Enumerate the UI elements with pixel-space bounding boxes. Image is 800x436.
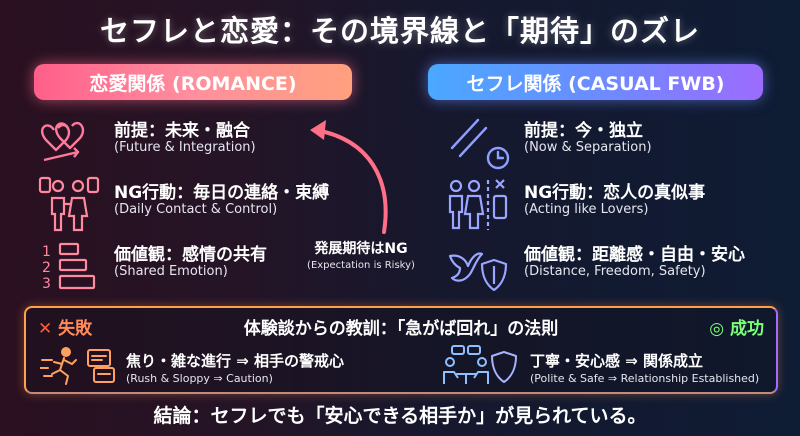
people-phone-icon	[448, 179, 508, 230]
bird-shield-icon	[448, 252, 508, 292]
lesson-box: ✕ 失敗 体験談からの教訓：「急がば回れ」の法則 ◎ 成功 焦り・雑な進行 ⇒ …	[24, 306, 778, 394]
lesson-title: 体験談からの教訓：「急がば回れ」の法則	[243, 319, 559, 339]
fail-label: ✕ 失敗	[38, 319, 93, 339]
meeting-shield-icon	[443, 345, 517, 384]
romance-header: 恋愛関係 (ROMANCE)	[34, 64, 352, 100]
hearts-icon	[40, 121, 85, 162]
conclusion: 結論：セフレでも「安心できる相手か」が見られている。	[153, 405, 647, 427]
svg-text:3: 3	[42, 276, 51, 292]
couple-icon	[38, 176, 100, 232]
page-title: セフレと恋愛：その境界線と「期待」のズレ	[99, 14, 700, 48]
svg-text:1: 1	[42, 244, 51, 260]
cross-icon: ✕	[38, 319, 53, 339]
running-person-icon	[40, 347, 115, 385]
expectation-note: 発展期待はNG (Expectation is Risky)	[307, 241, 415, 271]
casual-header: セフレ関係 (CASUAL FWB)	[428, 64, 763, 100]
curved-arrow-icon	[310, 120, 388, 234]
parallel-lines-clock-icon	[450, 118, 510, 170]
svg-text:2: 2	[42, 260, 51, 276]
numbered-list-icon: 1 2 3	[42, 242, 96, 292]
double-circle-icon: ◎	[709, 319, 725, 339]
success-label: ◎ 成功	[709, 319, 764, 339]
